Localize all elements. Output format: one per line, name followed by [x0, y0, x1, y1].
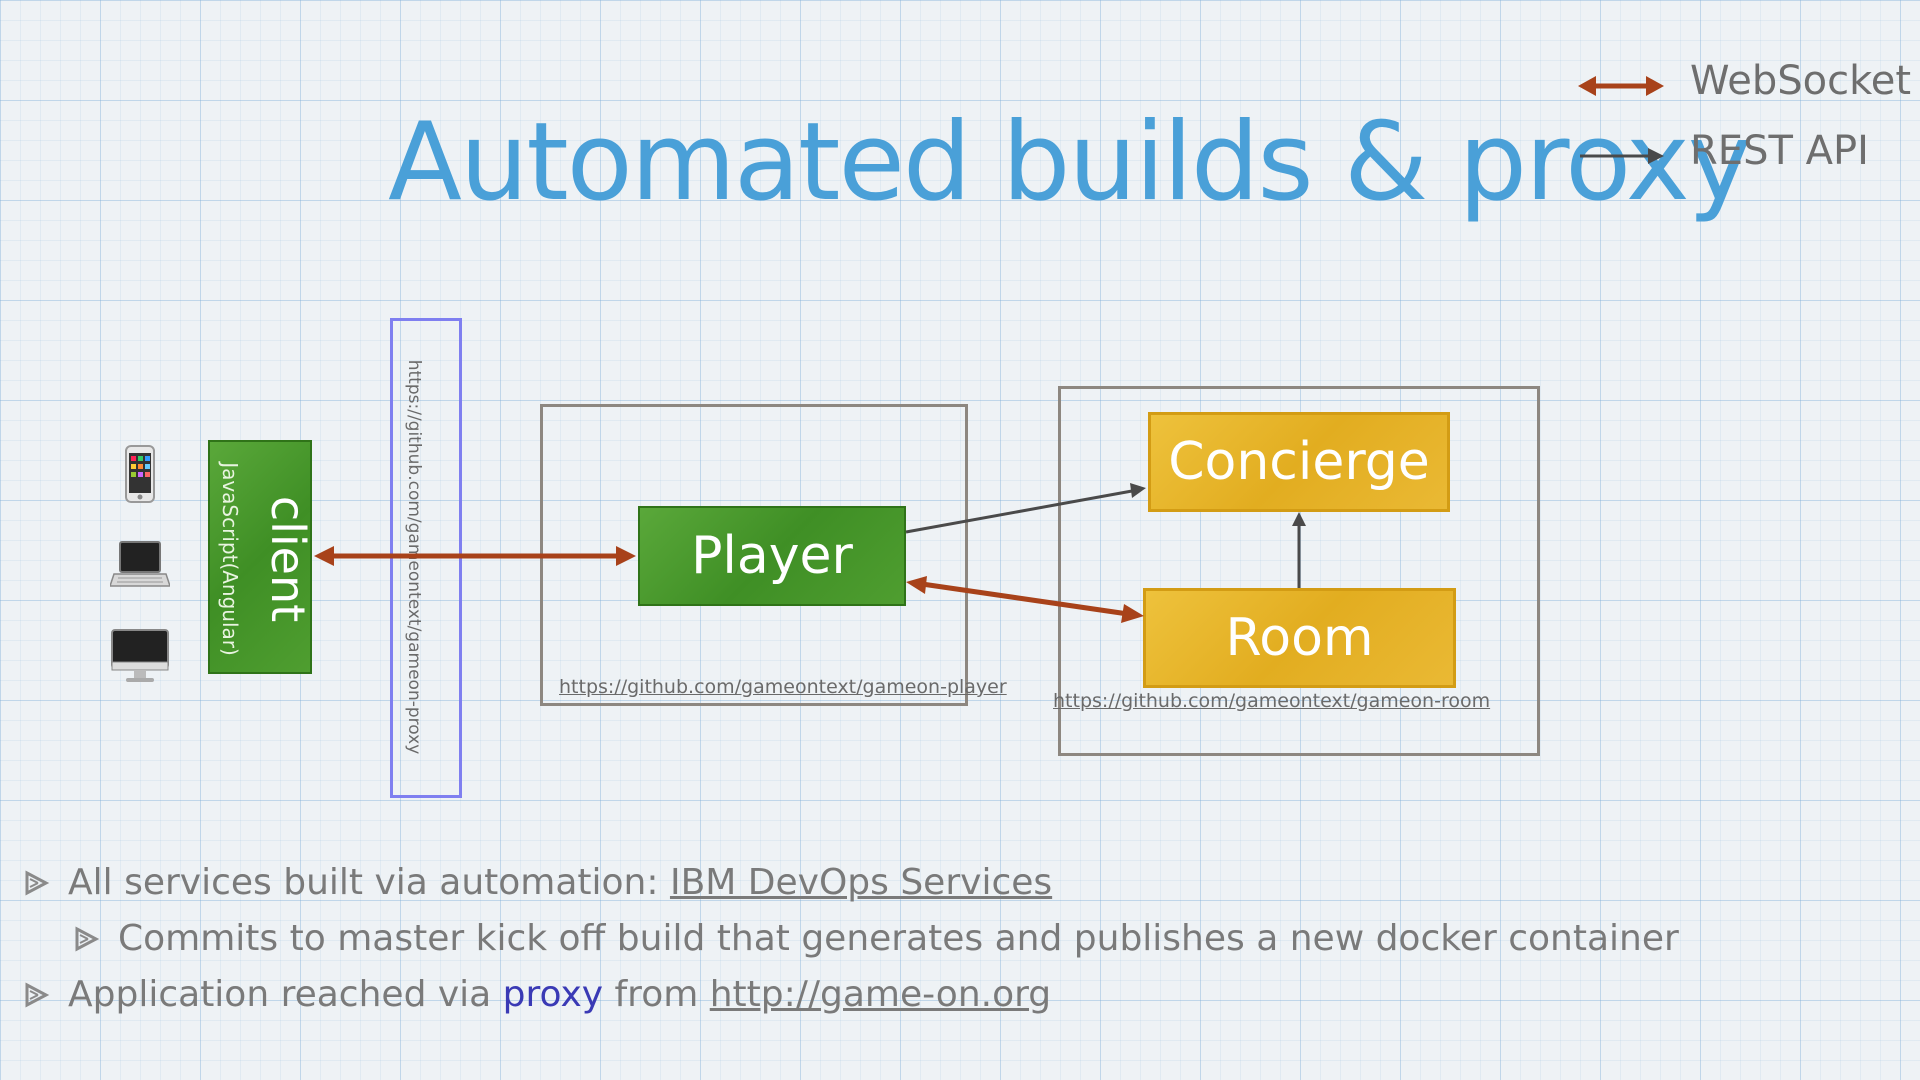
laptop-icon	[110, 541, 170, 587]
bullet-1-text: All services built via automation:	[68, 862, 670, 903]
bullet-3-mid: from	[603, 974, 710, 1015]
websocket-arrow-player-room	[906, 576, 1144, 623]
bullet-3-prefix: Application reached via	[68, 974, 503, 1015]
bullet-3: Application reached via proxy from http:…	[22, 974, 1051, 1015]
slide-title: Automated builds & proxy	[388, 100, 1752, 225]
legend: WebSocket REST API	[1576, 58, 1911, 188]
client-box: client JavaScript(Angular)	[208, 440, 315, 674]
desktop-icon	[111, 629, 169, 682]
concierge-box: Concierge	[1148, 412, 1450, 512]
room-box: Room	[1143, 588, 1456, 688]
websocket-arrow-client-player	[314, 546, 636, 566]
rest-legend-arrow	[1580, 148, 1664, 164]
player-box: Player	[638, 506, 906, 606]
rest-arrow-player-concierge	[905, 483, 1146, 534]
ibm-devops-link[interactable]: IBM DevOps Services	[669, 862, 1053, 903]
triangle-bullet-icon	[25, 982, 50, 1007]
bullet-2-text: Commits to master kick off build that ge…	[118, 918, 1679, 959]
proxy-word: proxy	[502, 974, 604, 1015]
bullet-2: Commits to master kick off build that ge…	[72, 918, 1679, 959]
websocket-legend-arrow	[1578, 76, 1664, 96]
room-url[interactable]: https://github.com/gameontext/gameon-roo…	[1053, 690, 1491, 712]
triangle-bullet-icon	[75, 926, 100, 951]
legend-rest-label: REST API	[1690, 128, 1869, 174]
rest-arrow-room-concierge	[1292, 512, 1306, 588]
phone-icon	[125, 445, 155, 503]
triangle-bullet-icon	[25, 870, 50, 895]
game-on-link[interactable]: http://game-on.org	[709, 974, 1052, 1015]
room-service-frame	[1058, 386, 1540, 756]
player-url[interactable]: https://github.com/gameontext/gameon-pla…	[559, 676, 1007, 698]
legend-websocket-label: WebSocket	[1690, 58, 1912, 104]
bullet-1: All services built via automation: IBM D…	[22, 862, 1052, 903]
